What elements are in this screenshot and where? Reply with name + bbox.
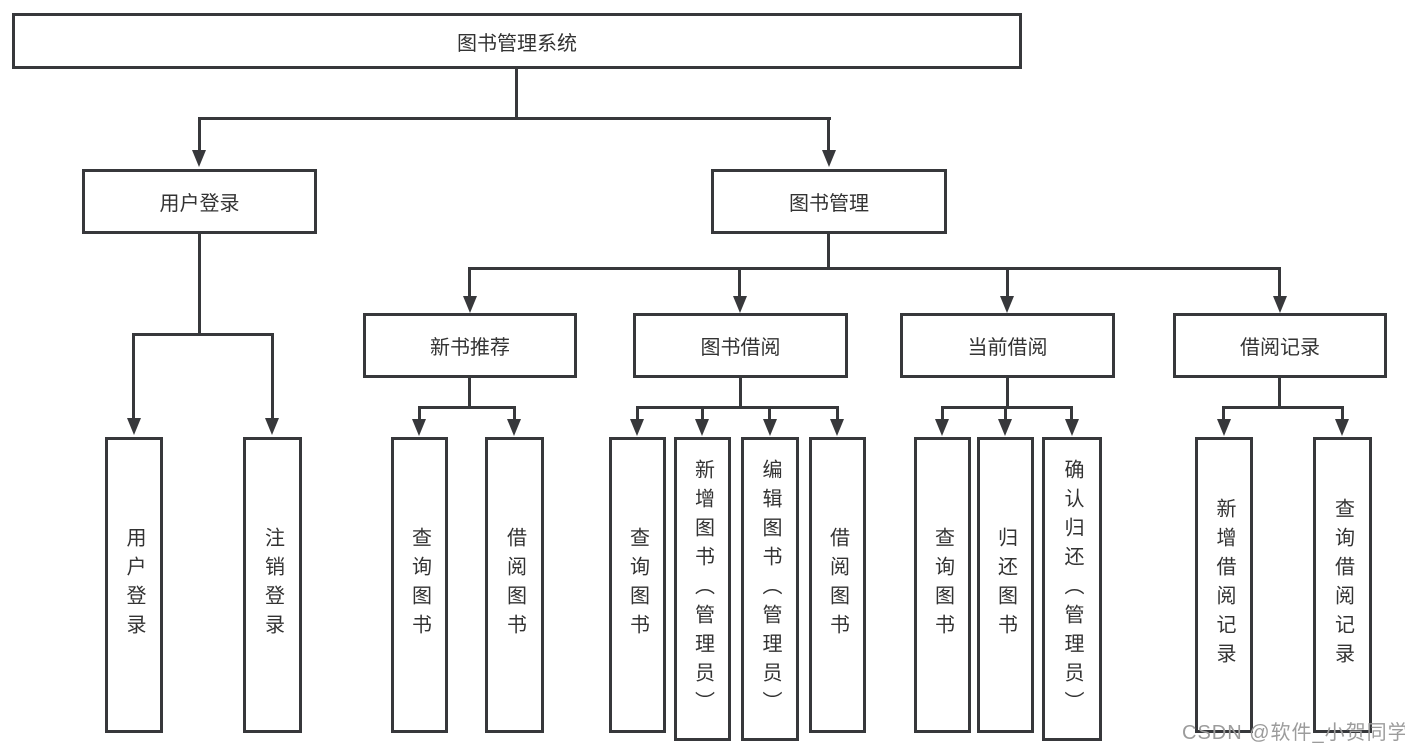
node-label: 图书管理系统 <box>457 32 577 55</box>
connector-drop-leaf <box>1222 406 1225 421</box>
csdn-watermark: CSDN @软件_小贺同学 <box>1182 722 1405 744</box>
leaf-label: 用户登录 <box>123 527 145 643</box>
leaf-current-query: 查询图书 <box>914 437 971 733</box>
connector-drop-leaf <box>636 406 639 421</box>
node-label: 用户登录 <box>159 193 240 215</box>
arrowhead-down-icon <box>1273 296 1287 313</box>
connector-current-stem <box>1006 375 1009 408</box>
leaf-label: 借阅图书 <box>503 527 526 643</box>
connector-drop-leaf <box>768 406 771 421</box>
leaf-label: 归还图书 <box>994 527 1017 643</box>
connector-drop-leaf <box>418 406 421 421</box>
connector-mgmt-split <box>468 267 1281 270</box>
node-label: 新书推荐 <box>430 337 510 359</box>
connector-drop-level3 <box>738 267 741 298</box>
leaf-current-confirm-admin: 确认归还（管理员） <box>1042 437 1102 741</box>
connector-drop-leaf <box>132 333 135 420</box>
connector-drop-level3 <box>468 267 471 298</box>
connector-drop-leaf <box>941 406 944 421</box>
connector-login-split <box>132 333 274 336</box>
node-user-login: 用户登录 <box>82 169 317 234</box>
leaf-borrow-edit-admin: 编辑图书（管理员） <box>741 437 799 741</box>
connector-records-stem <box>1278 375 1281 408</box>
node-book-borrow: 图书借阅 <box>633 313 848 378</box>
node-label: 借阅记录 <box>1240 337 1320 359</box>
leaf-label: 注销登录 <box>261 527 284 643</box>
arrowhead-down-icon <box>507 419 521 436</box>
node-library-management-system: 图书管理系统 <box>12 13 1022 69</box>
arrowhead-down-icon <box>830 419 844 436</box>
node-label: 图书管理 <box>789 193 869 215</box>
node-current-borrow: 当前借阅 <box>900 313 1115 378</box>
leaf-newbook-borrow: 借阅图书 <box>485 437 544 733</box>
leaf-label: 确认归还（管理员） <box>1061 458 1083 720</box>
connector-drop-level3 <box>1278 267 1281 298</box>
connector-drop-leaf <box>1341 406 1344 421</box>
arrowhead-down-icon <box>733 296 747 313</box>
node-new-book-recommend: 新书推荐 <box>363 313 577 378</box>
connector-drop-leaf <box>1070 406 1073 421</box>
leaf-label: 编辑图书（管理员） <box>759 458 781 720</box>
leaf-user-login: 用户登录 <box>105 437 163 733</box>
connector-drop-book-management <box>827 117 830 153</box>
arrowhead-down-icon <box>822 150 836 167</box>
leaf-borrow-add-admin: 新增图书（管理员） <box>674 437 731 741</box>
leaf-label: 借阅图书 <box>826 527 849 643</box>
connector-borrow-split <box>636 406 839 409</box>
leaf-label: 查询图书 <box>626 527 649 643</box>
arrowhead-down-icon <box>763 419 777 436</box>
node-borrow-records: 借阅记录 <box>1173 313 1387 378</box>
connector-records-split <box>1222 406 1343 409</box>
leaf-label: 查询图书 <box>931 527 954 643</box>
arrowhead-down-icon <box>1065 419 1079 436</box>
arrowhead-down-icon <box>463 296 477 313</box>
connector-newbook-split <box>418 406 516 409</box>
arrowhead-down-icon <box>998 419 1012 436</box>
leaf-newbook-query: 查询图书 <box>391 437 448 733</box>
arrowhead-down-icon <box>412 419 426 436</box>
connector-drop-leaf <box>1004 406 1007 421</box>
leaf-borrow-borrow: 借阅图书 <box>809 437 866 733</box>
connector-drop-leaf <box>513 406 516 421</box>
arrowhead-down-icon <box>695 419 709 436</box>
connector-drop-level3 <box>1006 267 1009 298</box>
arrowhead-down-icon <box>1335 419 1349 436</box>
arrowhead-down-icon <box>935 419 949 436</box>
arrowhead-down-icon <box>192 150 206 167</box>
connector-mgmt-stem <box>827 231 830 269</box>
arrowhead-down-icon <box>1000 296 1014 313</box>
leaf-label: 新增借阅记录 <box>1213 498 1235 672</box>
arrowhead-down-icon <box>1217 419 1231 436</box>
leaf-label: 查询图书 <box>408 527 431 643</box>
connector-login-stem <box>198 231 201 335</box>
arrowhead-down-icon <box>265 418 279 435</box>
leaf-records-add: 新增借阅记录 <box>1195 437 1253 733</box>
connector-drop-leaf <box>701 406 704 421</box>
connector-drop-leaf <box>836 406 839 421</box>
leaf-current-return: 归还图书 <box>977 437 1034 733</box>
leaf-label: 查询借阅记录 <box>1331 498 1354 672</box>
node-book-management: 图书管理 <box>711 169 947 234</box>
arrowhead-down-icon <box>630 419 644 436</box>
leaf-records-query: 查询借阅记录 <box>1313 437 1372 733</box>
connector-drop-user-login <box>198 117 201 153</box>
connector-newbook-stem <box>468 375 471 408</box>
connector-drop-leaf <box>271 333 274 420</box>
connector-root-trunk <box>515 68 518 119</box>
leaf-label: 新增图书（管理员） <box>691 458 714 720</box>
connector-current-split <box>941 406 1073 409</box>
node-label: 图书借阅 <box>700 337 781 359</box>
connector-borrow-stem <box>739 375 742 408</box>
leaf-borrow-query: 查询图书 <box>609 437 666 733</box>
connector-root-split <box>198 117 831 120</box>
leaf-logout: 注销登录 <box>243 437 302 733</box>
node-label: 当前借阅 <box>967 337 1048 359</box>
arrowhead-down-icon <box>127 418 141 435</box>
